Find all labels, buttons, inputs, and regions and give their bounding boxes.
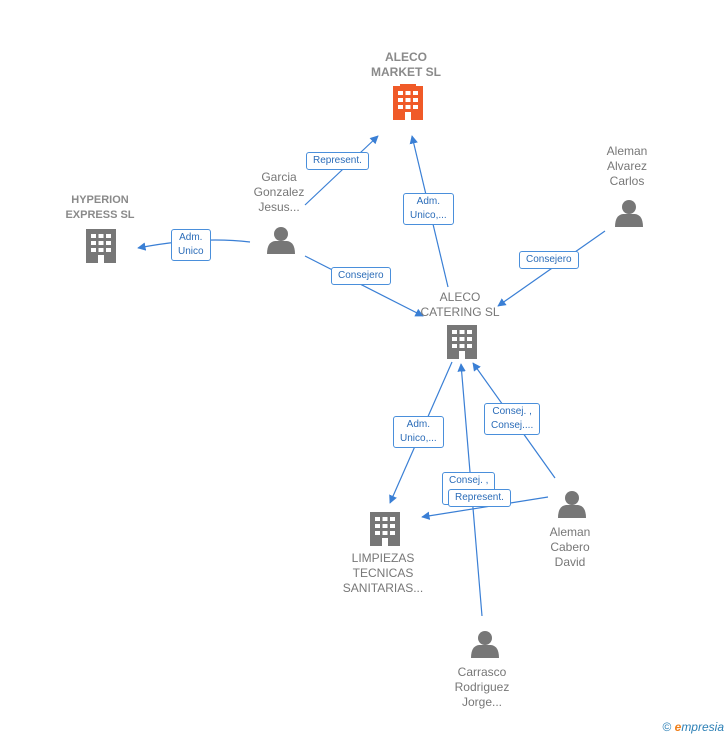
label-line: Aleman: [606, 144, 648, 158]
brand-logo-initial: e: [674, 720, 682, 734]
edge-label-consejero[interactable]: Consejero: [519, 251, 579, 269]
edge-garcia-to-aleco-market: [304, 135, 379, 206]
label-line: Jorge...: [461, 695, 503, 709]
building-icon: [393, 84, 423, 120]
node-carrasco-label[interactable]: Carrasco Rodriguez Jorge...: [422, 665, 542, 710]
edge-label-adm-unico[interactable]: Adm. Unico: [171, 229, 211, 261]
edge-label-text: Consej. ,: [449, 475, 489, 486]
label-line: CATERING SL: [420, 305, 500, 319]
label-line: Rodriguez: [454, 680, 510, 694]
edge-label-represent[interactable]: Represent.: [448, 489, 511, 507]
brand-logo-text: mpresia: [681, 720, 724, 734]
edge-cabero-to-limpiezas: [421, 496, 549, 520]
edge-label-represent[interactable]: Represent.: [306, 152, 369, 170]
building-icon: [370, 512, 400, 546]
label-line: Jesus...: [258, 200, 300, 214]
label-line: Gonzalez: [253, 185, 305, 199]
building-icon: [86, 229, 116, 263]
label-line: Cabero: [550, 540, 590, 554]
label-line: ALECO: [385, 50, 427, 64]
label-line: LIMPIEZAS: [351, 551, 415, 565]
edge-label-text: Represent.: [313, 155, 362, 166]
person-icon: [615, 200, 643, 227]
node-limpiezas-label[interactable]: LIMPIEZAS TECNICAS SANITARIAS...: [323, 551, 443, 596]
edge-label-text: Represent.: [455, 492, 504, 503]
label-line: HYPERION: [71, 194, 129, 206]
label-line: Garcia: [261, 170, 297, 184]
edge-label-adm-unico[interactable]: Adm. Unico,...: [403, 193, 454, 225]
building-icon: [447, 325, 477, 359]
label-line: TECNICAS: [352, 566, 414, 580]
edge-label-text: Adm.: [406, 419, 431, 430]
label-line: SANITARIAS...: [342, 581, 424, 595]
edge-label-text: Consej....: [491, 420, 534, 431]
copyright-icon: ©: [662, 720, 672, 734]
edge-label-adm-unico[interactable]: Adm. Unico,...: [393, 416, 444, 448]
node-aleco-market-label[interactable]: ALECO MARKET SL: [346, 50, 466, 80]
node-garcia-label[interactable]: Garcia Gonzalez Jesus...: [219, 170, 339, 215]
node-aleman-alvarez-label[interactable]: Aleman Alvarez Carlos: [567, 144, 687, 189]
edge-label-text: Unico: [178, 246, 204, 257]
edge-label-text: Unico,...: [400, 433, 437, 444]
label-line: EXPRESS SL: [65, 209, 135, 221]
label-line: Carrasco: [457, 665, 507, 679]
edge-label-text: Consejero: [526, 254, 572, 265]
person-icon: [558, 491, 586, 518]
person-icon: [471, 631, 499, 658]
edge-label-text: Adm.: [179, 232, 203, 243]
edge-label-text: Consej. ,: [492, 406, 532, 417]
edge-garcia-to-catering: [304, 255, 424, 317]
edge-label-text: Consejero: [338, 270, 384, 281]
edge-label-text: Unico,...: [410, 210, 447, 221]
edge-label-text: Adm.: [416, 196, 441, 207]
label-line: Aleman: [549, 525, 591, 539]
label-line: Alvarez: [606, 159, 647, 173]
node-aleman-cabero-label[interactable]: Aleman Cabero David: [510, 525, 630, 570]
node-aleco-catering-label[interactable]: ALECO CATERING SL: [400, 290, 520, 320]
node-hyperion-label[interactable]: HYPERION EXPRESS SL: [40, 193, 160, 223]
label-line: David: [554, 555, 586, 569]
label-line: ALECO: [439, 290, 481, 304]
person-icon: [267, 227, 295, 254]
label-line: MARKET SL: [371, 65, 441, 79]
empresia-watermark: © empresia: [662, 720, 724, 734]
label-line: Carlos: [609, 174, 645, 188]
edge-label-consejero[interactable]: Consejero: [331, 267, 391, 285]
edge-label-consej[interactable]: Consej. , Consej....: [484, 403, 541, 435]
